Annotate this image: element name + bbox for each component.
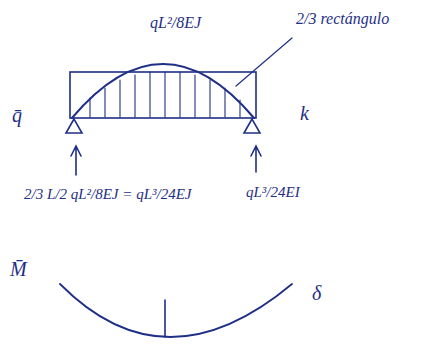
rectangle-load — [70, 72, 256, 118]
leader-line — [236, 38, 292, 86]
sketch-label: 2/3 L/2 qL²/8EJ = qL³/24EJ — [24, 186, 191, 203]
support-left — [66, 119, 82, 133]
sketch-label: δ — [312, 282, 321, 304]
sketch-label: 2/3 rectángulo — [296, 10, 389, 28]
sketch-label: qL³/24EI — [246, 184, 300, 201]
sketch-label: qL²/8EJ — [150, 14, 201, 32]
sketch-label: M̄ — [10, 258, 27, 280]
midspan-line — [164, 300, 166, 337]
sketch-label: q̄ — [12, 104, 22, 126]
reaction-arrow-left — [71, 146, 81, 175]
parabolic-load — [72, 64, 254, 118]
support-right — [244, 119, 260, 133]
hatching — [90, 72, 240, 117]
reaction-arrow-right — [251, 146, 261, 172]
sketch-label: k — [300, 102, 309, 124]
moment-diagram — [60, 284, 292, 337]
